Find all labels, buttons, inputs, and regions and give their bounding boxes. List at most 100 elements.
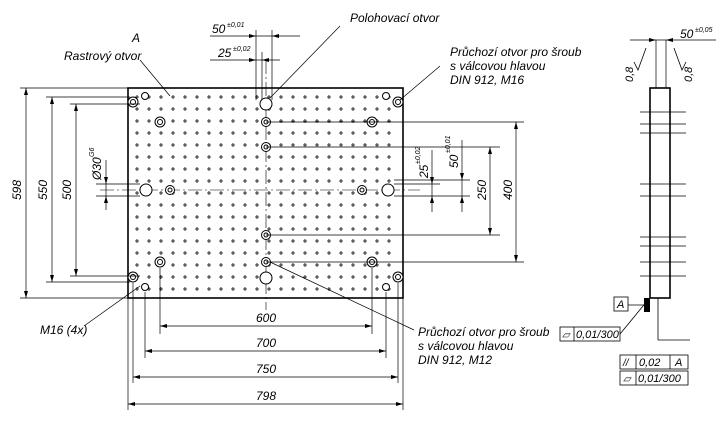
raster-cross — [351, 131, 355, 135]
raster-cross — [219, 215, 223, 219]
raster-cross — [267, 287, 271, 291]
raster-cross — [147, 155, 151, 159]
raster-cross — [183, 251, 187, 255]
raster-cross — [171, 131, 175, 135]
raster-cross — [291, 215, 295, 219]
dim-50-tol: ±0,01 — [227, 22, 245, 29]
raster-cross — [363, 179, 367, 183]
raster-cross — [207, 167, 211, 171]
raster-cross — [387, 251, 391, 255]
raster-cross — [291, 287, 295, 291]
raster-cross — [255, 167, 259, 171]
raster-cross — [339, 167, 343, 171]
raster-cross — [135, 263, 139, 267]
raster-cross — [363, 239, 367, 243]
raster-cross — [243, 251, 247, 255]
raster-cross — [363, 287, 367, 291]
raster-cross — [375, 143, 379, 147]
raster-cross — [375, 227, 379, 231]
raster-cross — [207, 95, 211, 99]
raster-cross — [183, 143, 187, 147]
raster-cross — [195, 263, 199, 267]
raster-cross — [327, 131, 331, 135]
raster-cross — [303, 227, 307, 231]
raster-cross — [195, 131, 199, 135]
raster-cross — [159, 143, 163, 147]
datum-A: A — [616, 299, 624, 311]
raster-cross — [171, 215, 175, 219]
raster-cross — [327, 215, 331, 219]
raster-cross — [243, 227, 247, 231]
raster-cross — [183, 131, 187, 135]
raster-cross — [315, 95, 319, 99]
raster-cross — [207, 119, 211, 123]
raster-cross — [243, 167, 247, 171]
raster-cross — [231, 239, 235, 243]
raster-cross — [291, 155, 295, 159]
raster-cross — [183, 95, 187, 99]
raster-cross — [363, 263, 367, 267]
roughness-right: 0,8 — [683, 66, 695, 82]
raster-cross — [327, 95, 331, 99]
raster-cross — [219, 155, 223, 159]
raster-cross — [363, 167, 367, 171]
raster-cross — [375, 239, 379, 243]
raster-cross — [291, 203, 295, 207]
raster-cross — [363, 155, 367, 159]
dim-50: 50 — [212, 22, 226, 36]
raster-cross — [387, 263, 391, 267]
raster-cross — [351, 239, 355, 243]
raster-cross — [171, 95, 175, 99]
raster-cross — [147, 179, 151, 183]
raster-cross — [147, 227, 151, 231]
raster-cross — [375, 95, 379, 99]
raster-cross — [243, 239, 247, 243]
raster-cross — [195, 203, 199, 207]
raster-cross — [291, 275, 295, 279]
raster-cross — [207, 287, 211, 291]
raster-cross — [339, 203, 343, 207]
raster-cross — [375, 215, 379, 219]
raster-cross — [351, 203, 355, 207]
raster-cross — [159, 155, 163, 159]
raster-cross — [387, 119, 391, 123]
raster-cross — [255, 263, 259, 267]
side-dim-50: 50 — [680, 27, 694, 41]
raster-cross — [327, 167, 331, 171]
raster-cross — [303, 215, 307, 219]
raster-cross — [195, 107, 199, 111]
raster-cross — [327, 275, 331, 279]
raster-cross — [363, 143, 367, 147]
tolerance-frames — [559, 296, 689, 386]
raster-cross — [159, 203, 163, 207]
raster-cross — [363, 119, 367, 123]
raster-cross — [243, 263, 247, 267]
dim-798: 798 — [256, 389, 276, 403]
raster-cross — [279, 167, 283, 171]
roughness-left: 0,8 — [624, 66, 636, 82]
dim-400: 400 — [501, 180, 515, 200]
raster-cross — [291, 167, 295, 171]
label-rastrovy-otvor: Rastrový otvor — [64, 49, 142, 63]
raster-cross — [327, 155, 331, 159]
raster-cross — [315, 227, 319, 231]
raster-cross — [267, 167, 271, 171]
raster-cross — [375, 179, 379, 183]
raster-cross — [159, 191, 163, 195]
raster-cross — [387, 155, 391, 159]
raster-cross — [339, 227, 343, 231]
raster-cross — [375, 167, 379, 171]
raster-cross — [231, 215, 235, 219]
positioning-hole-left — [139, 183, 153, 197]
raster-cross — [303, 287, 307, 291]
raster-cross — [231, 143, 235, 147]
raster-cross — [159, 251, 163, 255]
raster-cross — [363, 215, 367, 219]
raster-cross — [207, 191, 211, 195]
raster-cross — [219, 191, 223, 195]
raster-cross — [183, 263, 187, 267]
raster-cross — [267, 155, 271, 159]
raster-cross — [255, 155, 259, 159]
raster-cross — [195, 191, 199, 195]
raster-cross — [255, 179, 259, 183]
